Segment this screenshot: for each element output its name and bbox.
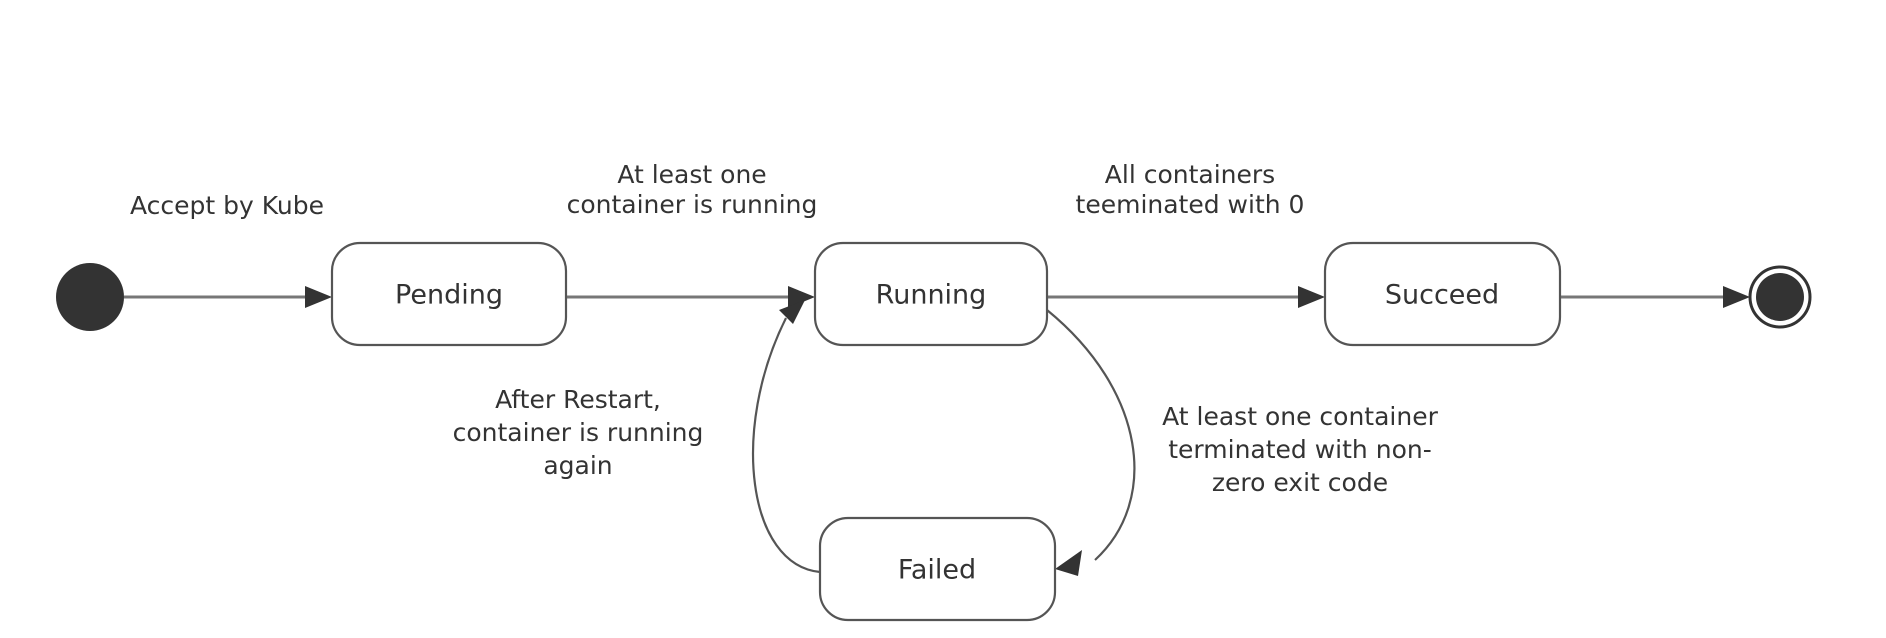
edge-running-to-failed[interactable]: At least one container terminated with n… [1046,309,1439,576]
edge-label-running-to-succeed-line1: All containers [1105,160,1275,189]
edge-label-pending-to-running-line2: container is running [567,190,818,219]
node-pending[interactable]: Pending [330,241,568,347]
node-end[interactable] [1748,265,1812,329]
arrowhead-failed [1055,550,1082,576]
edge-label-running-to-failed-line1: At least one container [1162,402,1438,431]
edge-pending-to-running[interactable]: At least one container is running [566,160,817,308]
arrowhead-pending [305,286,332,308]
edge-label-running-to-succeed-line2: teeminated with 0 [1076,190,1305,219]
arrowhead-succeed [1298,286,1325,308]
state-label-failed: Failed [898,555,976,586]
initial-state-circle [56,263,124,331]
edge-label-start-to-pending: Accept by Kube [130,191,324,220]
edge-succeed-to-end[interactable] [1560,286,1750,308]
edge-label-failed-to-running-line2: container is running [453,418,704,447]
final-state-outer-ring [1748,265,1812,329]
arrowhead-end [1723,286,1750,308]
edge-running-to-succeed[interactable]: All containers teeminated with 0 [1047,160,1325,308]
edge-label-pending-to-running-line1: At least one [617,160,766,189]
state-box-running [813,241,1049,347]
edge-label-running-to-failed-line3: zero exit code [1212,468,1388,497]
node-succeed[interactable]: Succeed [1323,241,1562,347]
state-box-failed [818,516,1057,622]
node-start[interactable] [56,263,124,331]
node-failed[interactable]: Failed [818,516,1057,622]
edge-failed-to-running[interactable]: After Restart, container is running agai… [453,300,821,574]
edge-start-to-pending[interactable]: Accept by Kube [124,191,332,308]
edge-curve-failed-to-running [752,317,821,574]
edge-label-failed-to-running-line1: After Restart, [495,385,661,414]
edge-label-running-to-failed-line2: terminated with non- [1168,435,1431,464]
edge-label-failed-to-running-line3: again [543,451,612,480]
state-box-succeed [1323,241,1562,347]
state-box-pending [330,241,568,347]
edge-curve-running-to-failed [1046,309,1136,561]
state-label-pending: Pending [395,280,503,311]
final-state-inner-circle [1756,273,1804,321]
state-label-running: Running [876,280,987,311]
node-running[interactable]: Running [813,241,1049,347]
arrowhead-running-from-failed [779,300,805,324]
state-label-succeed: Succeed [1385,280,1499,311]
arrowhead-running-from-pending [788,286,815,308]
